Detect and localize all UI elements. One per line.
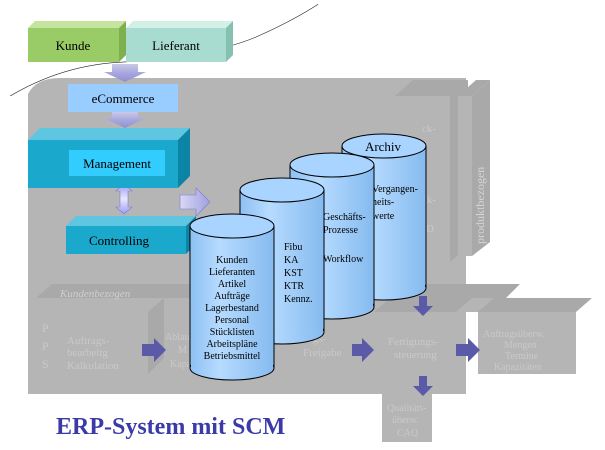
ghost-labels: Kundenbezogen produktbezogen P P S Auftr…: [42, 123, 545, 439]
arrow-kunde-ecommerce: [104, 64, 146, 82]
arrow-down-1: [413, 296, 433, 316]
arrow-down-2: [413, 376, 433, 396]
freigabe-line-2: Freigabe: [303, 347, 342, 359]
pps-letter-3: S: [42, 357, 49, 371]
kunden-line-9: Betriebsmittel: [204, 351, 261, 362]
kunden-line-8: Arbeitspläne: [206, 339, 258, 350]
arrow-management-cylinders: [179, 187, 211, 217]
ablauf-line-1: Ablau-: [165, 332, 193, 343]
arrow-right-1: [142, 338, 166, 362]
fertigung-line-1: Fertigungs-: [388, 336, 439, 348]
kunden-line-4: Aufträge: [214, 291, 250, 302]
slide-title: ERP-System mit SCM: [56, 414, 285, 440]
geschaeft-line-2: Prozesse: [323, 225, 359, 236]
kunden-line-3: Artikel: [218, 279, 247, 290]
ueberw-line-1: Auftragsüberw.: [483, 329, 545, 340]
fertigung-line-2: steuerung: [394, 349, 437, 361]
ueberw-line-4: Kapazitäten: [494, 362, 542, 373]
ablauf-line-2: M: [178, 345, 187, 356]
arrow-management-controlling: [115, 183, 133, 215]
kunde-label: Kunde: [56, 38, 91, 53]
produktbezogen-label: produktbezogen: [473, 167, 487, 244]
arrow-right-2: [352, 338, 374, 362]
kunden-line-6: Personal: [215, 315, 250, 326]
archiv-line-3: werte: [372, 211, 395, 222]
ablauf-line-3: Kapa: [170, 359, 192, 370]
kunden-cylinder: Kunden Lieferanten Artikel Aufträge Lage…: [189, 213, 275, 381]
ecommerce-label: eCommerce: [92, 91, 155, 106]
geschaeft-line-1: Geschäfts-: [323, 212, 366, 223]
lieferant-box: Lieferant: [126, 21, 233, 62]
flow-arrows: [142, 296, 480, 396]
fibu-line-5: Kennz.: [284, 294, 313, 305]
auftrag-line-1: Auftrags-: [67, 335, 109, 347]
top-connectors: [104, 64, 211, 217]
auftrag-line-3: Kalkulation: [67, 360, 119, 372]
controlling-label: Controlling: [89, 233, 149, 248]
management-label: Management: [83, 156, 151, 171]
geschaeft-line-4: Workflow: [323, 254, 364, 265]
kundenbezogen-label: Kundenbezogen: [59, 288, 131, 300]
qualitaet-line-3: CAQ: [397, 428, 419, 439]
qualitaet-line-2: überw.: [392, 415, 419, 426]
qualitaet-line-1: Qualitäts-: [387, 403, 426, 414]
ueberw-line-2: Mengen: [504, 340, 537, 351]
fibu-line-1: Fibu: [284, 242, 302, 253]
pps-letter-1: P: [42, 321, 49, 335]
archiv-title: Archiv: [365, 139, 402, 154]
kunde-box: Kunde: [28, 21, 126, 62]
ueberw-line-3: Termine: [505, 351, 539, 362]
kunden-line-2: Lieferanten: [209, 267, 255, 278]
fibu-line-4: KTR: [284, 281, 304, 292]
ecommerce-box: eCommerce: [68, 84, 178, 112]
archiv-line-2: heits-: [372, 197, 394, 208]
partial-text-1: ck-: [422, 123, 436, 135]
kunden-line-1: Kunden: [216, 255, 248, 266]
kunden-line-7: Stücklisten: [210, 327, 254, 338]
lieferant-label: Lieferant: [152, 38, 200, 53]
arrow-right-3: [456, 338, 480, 362]
archiv-line-1: Vergangen-: [372, 184, 418, 195]
management-box: Management: [28, 128, 190, 188]
auftrag-line-2: bearbeitg: [67, 347, 108, 359]
arrow-ecommerce-management: [104, 112, 146, 128]
fibu-line-2: KA: [284, 255, 299, 266]
partial-text-3: D: [426, 223, 434, 235]
kunden-line-5: Lagerbestand: [205, 303, 259, 314]
fibu-line-3: KST: [284, 268, 303, 279]
controlling-box: Controlling: [66, 216, 196, 254]
pps-letter-2: P: [42, 339, 49, 353]
